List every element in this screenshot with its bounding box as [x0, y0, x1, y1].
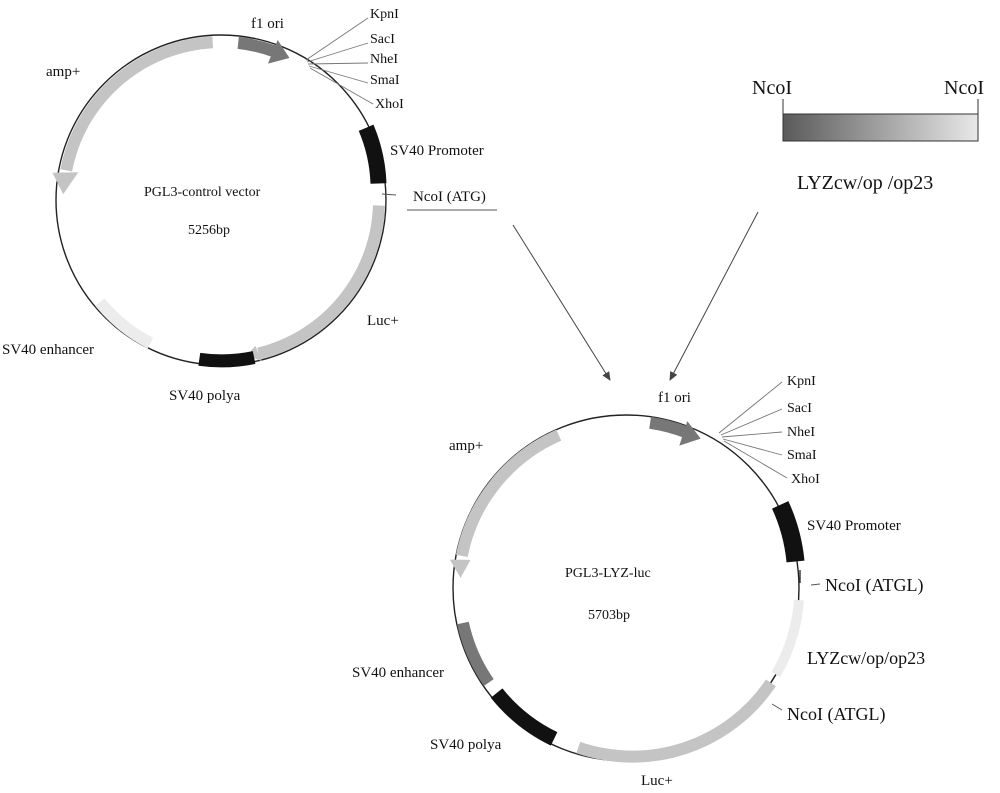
plasmid-a-mcs-label-smai: SmaI [370, 73, 400, 88]
plasmid-b-amp-segment [455, 429, 562, 558]
plasmid-a-sv40-enhancer-label: SV40 enhancer [2, 342, 94, 358]
plasmid-a-mcs-label-xhoi: XhoI [375, 97, 404, 112]
plasmid-b-f1-ori-arrowhead [679, 421, 701, 446]
plasmid-b-luc-label: Luc+ [641, 773, 673, 789]
plasmid-b-size: 5703bp [588, 608, 630, 623]
insert-fragment [782, 99, 979, 142]
plasmid-a-f1-ori-segment [237, 36, 277, 57]
insert-left-site-label: NcoI [752, 77, 792, 99]
plasmid-b-sv40-promoter-label: SV40 Promoter [807, 518, 901, 534]
plasmid-a-amp-segment [60, 36, 214, 172]
plasmid-b-lyz-segment [771, 599, 804, 678]
plasmid-a-sv40-promoter-label: SV40 Promoter [390, 143, 484, 159]
plasmid-a-luc-label: Luc+ [367, 313, 399, 329]
ligation-arrow-from-insert [669, 211, 759, 381]
plasmid-b-mcs-label-xhoi: XhoI [791, 472, 820, 487]
plasmid-a-sv40-polya-label: SV40 polya [169, 388, 241, 404]
insert-name-label: LYZcw/op /op23 [797, 172, 933, 194]
plasmid-b-sv40-enhancer-segment [457, 621, 494, 687]
plasmid-b-mcs-leaders [718, 381, 788, 479]
plasmid-a-mcs-label-kpni: KpnI [370, 7, 399, 22]
plasmid-b-ncoi-bottom-leader [771, 703, 783, 711]
plasmid-a-f1-ori-label: f1 ori [251, 16, 284, 32]
plasmid-b-f1-ori-label: f1 ori [658, 390, 691, 406]
plasmid-pgl3-lyz-luc [449, 381, 805, 763]
plasmid-a-name: PGL3-control vector [144, 185, 261, 200]
plasmid-b-sv40-promoter-segment [771, 501, 805, 563]
plasmid-a-ncoi-tick [381, 193, 397, 196]
ligation-arrow-from-vector [512, 224, 611, 381]
plasmid-b-mcs-label-kpni: KpnI [787, 374, 816, 389]
plasmid-a-mcs-label-nhei: NheI [370, 52, 398, 67]
plasmid-b-sv40-polya-segment [490, 688, 558, 746]
plasmid-a-amp-arrowhead [52, 172, 79, 195]
plasmid-a-sv40-enhancer-segment [95, 298, 154, 349]
plasmid-a-luc-segment [257, 205, 385, 360]
plasmid-a-mcs-label-saci: SacI [370, 32, 395, 47]
plasmid-b-sv40-polya-label: SV40 polya [430, 737, 502, 753]
plasmid-b-lyz-label: LYZcw/op/op23 [807, 648, 925, 668]
plasmid-a-size: 5256bp [188, 223, 230, 238]
plasmid-a-sv40-promoter-segment [358, 124, 387, 184]
plasmid-b-ncoi-bottom-label: NcoI (ATGL) [787, 704, 885, 725]
plasmid-a-amp-label: amp+ [46, 64, 80, 80]
insert-right-site-label: NcoI [944, 77, 984, 99]
plasmid-a-sv40-polya-segment [198, 351, 256, 368]
insert-bar [782, 113, 979, 142]
plasmid-b-f1-ori-segment [649, 416, 689, 438]
plasmid-b-name: PGL3-LYZ-luc [565, 566, 651, 581]
plasmid-b-mcs-label-nhei: NheI [787, 425, 815, 440]
plasmid-pgl3-control [52, 17, 397, 368]
plasmid-a-f1-ori-arrowhead [267, 40, 290, 64]
plasmid-b-luc-segment [576, 679, 776, 763]
plasmid-a-ncoi-label: NcoI (ATG) [413, 189, 486, 205]
plasmid-a-mcs-leaders [305, 17, 374, 105]
plasmid-b-mcs-label-saci: SacI [787, 401, 812, 416]
plasmid-a-luc-arrowhead [246, 345, 262, 362]
plasmid-b-amp-label: amp+ [449, 438, 483, 454]
plasmid-b-ncoi-top-label: NcoI (ATGL) [825, 575, 923, 596]
plasmid-b-amp-arrowhead [449, 559, 471, 578]
plasmid-b-sv40-enhancer-label: SV40 enhancer [352, 665, 444, 681]
plasmid-b-ncoi-top-leader [810, 583, 821, 586]
plasmid-b-mcs-label-smai: SmaI [787, 448, 817, 463]
